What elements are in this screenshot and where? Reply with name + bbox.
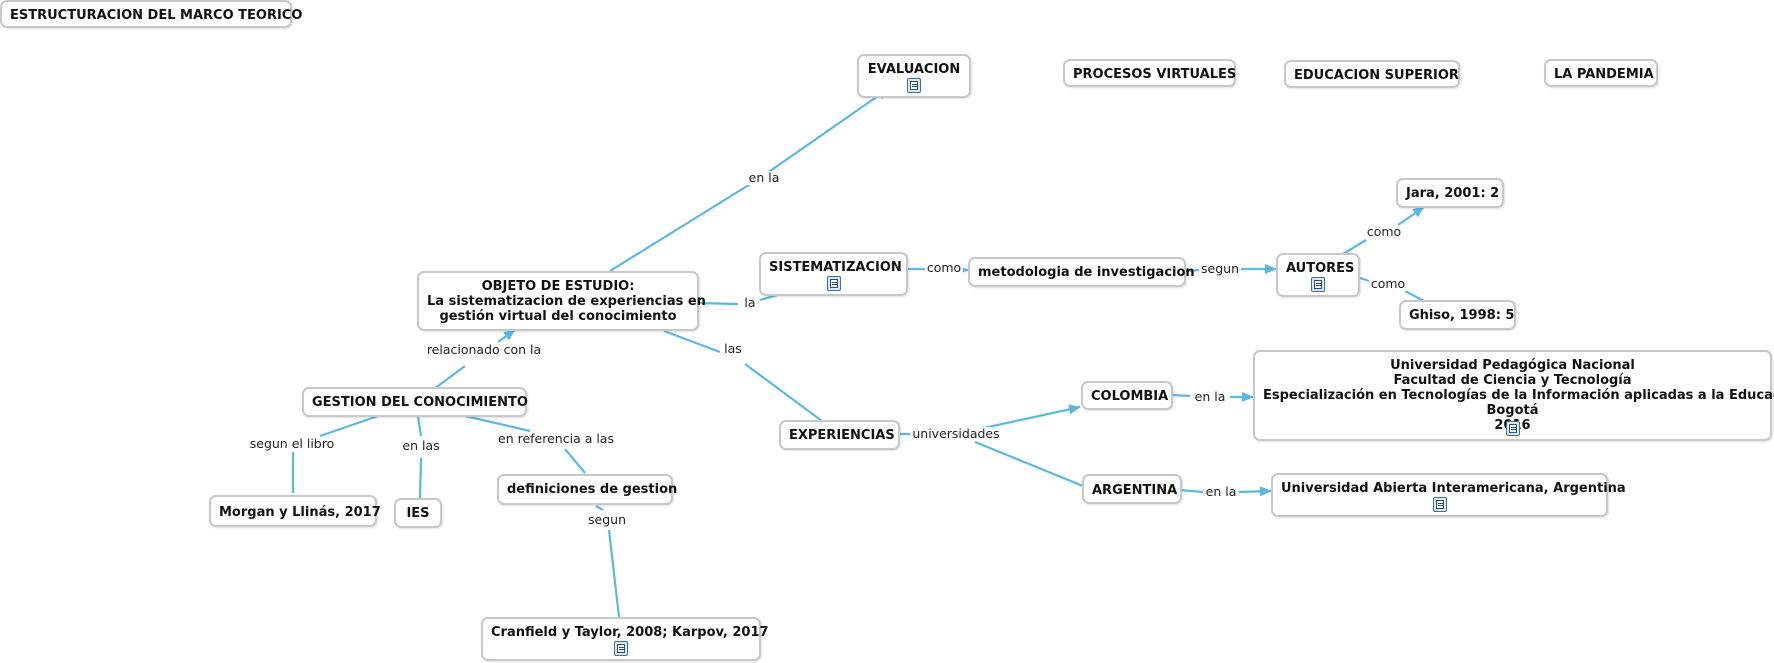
link-objeto-sistematizacion: [697, 301, 739, 306]
document-icon[interactable]: [1505, 421, 1520, 436]
node-evaluacion[interactable]: EVALUACION: [857, 54, 971, 98]
cranfield-text: Cranfield y Taylor, 2008; Karpov, 2017: [491, 625, 769, 640]
node-definiciones[interactable]: definiciones de gestion: [497, 474, 678, 505]
link-label-universidades: universidades: [910, 426, 1002, 441]
link-label-como-ghiso: como: [1368, 276, 1408, 291]
metodologia-text: metodologia de investigacion: [978, 265, 1195, 280]
node-ies[interactable]: IES: [394, 498, 442, 528]
ies-text: IES: [406, 506, 430, 521]
link-objeto-experiencias: [663, 329, 721, 354]
node-autores[interactable]: AUTORES: [1276, 253, 1360, 297]
node-sistematizacion[interactable]: SISTEMATIZACION: [759, 252, 908, 296]
link-label-segun: segun: [1199, 261, 1241, 276]
pandemia-text: LA PANDEMIA: [1554, 67, 1654, 82]
node-ghiso[interactable]: Ghiso, 1998: 5: [1399, 300, 1516, 330]
node-universidad-abierta[interactable]: Universidad Abierta Interamericana, Arge…: [1271, 473, 1626, 517]
sistematizacion-text: SISTEMATIZACION: [769, 260, 902, 275]
educacion-text: EDUCACION SUPERIOR: [1294, 68, 1459, 83]
node-gestion-conocimiento[interactable]: GESTION DEL CONOCIMIENTO: [302, 387, 528, 417]
link-label-como-jara: como: [1364, 224, 1404, 239]
argentina-text: ARGENTINA: [1092, 483, 1178, 498]
node-jara[interactable]: Jara, 2001: 2: [1396, 178, 1504, 208]
gestion-text: GESTION DEL CONOCIMIENTO: [312, 395, 528, 410]
ghiso-text: Ghiso, 1998: 5: [1409, 308, 1515, 323]
node-colombia[interactable]: COLOMBIA: [1081, 381, 1173, 410]
upn-line-1: Universidad Pedagógica Nacional: [1390, 358, 1635, 373]
node-educacion-superior[interactable]: EDUCACION SUPERIOR: [1284, 60, 1460, 88]
link-gestion-ies: [416, 415, 423, 437]
link-label-la: la: [742, 295, 758, 310]
colombia-text: COLOMBIA: [1091, 389, 1169, 404]
node-procesos-virtuales[interactable]: PROCESOS VIRTUALES: [1063, 59, 1236, 87]
link-objeto-evaluacion: [609, 177, 761, 272]
evaluacion-text: EVALUACION: [867, 62, 961, 77]
node-objeto-estudio[interactable]: OBJETO DE ESTUDIO: La sistematizacion de…: [417, 271, 706, 331]
objeto-line-1: OBJETO DE ESTUDIO:: [481, 279, 635, 294]
link-label-en-la-colombia: en la: [1192, 389, 1228, 404]
link-argentina-uai: [1179, 488, 1204, 494]
node-la-pandemia[interactable]: LA PANDEMIA: [1544, 59, 1658, 87]
link-label-en-las: en las: [400, 438, 442, 453]
autores-text: AUTORES: [1286, 261, 1355, 276]
upn-line-3: Especialización en Tecnologías de la Inf…: [1263, 388, 1774, 403]
link-colombia-upn: [1171, 393, 1191, 398]
title-node[interactable]: ESTRUCTURACION DEL MARCO TEORICO: [0, 0, 303, 28]
node-metodologia[interactable]: metodologia de investigacion: [968, 257, 1195, 287]
link-definiciones-cranfield: [595, 505, 604, 511]
document-icon[interactable]: [614, 641, 628, 656]
link-label-relacionado: relacionado con la: [424, 342, 544, 357]
objeto-line-2: La sistematizacion de experiencias en: [427, 294, 706, 309]
link-gestion-morgan: [319, 414, 379, 438]
link-label-en-referencia: en referencia a las: [496, 431, 616, 446]
morgan-text: Morgan y Llinás, 2017: [219, 505, 381, 520]
link-label-como: como: [924, 260, 964, 275]
objeto-line-3: gestión virtual del conocimiento: [439, 309, 677, 324]
document-icon[interactable]: [826, 276, 841, 291]
link-gestion-definiciones: [464, 414, 531, 433]
experiencias-text: EXPERIENCIAS: [789, 428, 895, 443]
node-experiencias[interactable]: EXPERIENCIAS: [779, 420, 900, 450]
node-cranfield[interactable]: Cranfield y Taylor, 2008; Karpov, 2017: [481, 617, 769, 661]
procesos-text: PROCESOS VIRTUALES: [1073, 67, 1237, 82]
title-text: ESTRUCTURACION DEL MARCO TEORICO: [10, 8, 303, 23]
link-gestion-objeto: [433, 365, 466, 390]
link-metodologia-autores: [1184, 268, 1201, 273]
node-universidad-pedagogica[interactable]: Universidad Pedagógica Nacional Facultad…: [1253, 350, 1774, 441]
uai-text: Universidad Abierta Interamericana, Arge…: [1281, 481, 1626, 496]
definiciones-text: definiciones de gestion: [507, 482, 678, 497]
link-autores-jara: [1342, 239, 1367, 255]
upn-line-2: Facultad de Ciencia y Tecnología: [1393, 373, 1632, 388]
document-icon[interactable]: [1432, 497, 1447, 512]
upn-line-4: Bogotá: [1486, 403, 1539, 418]
document-icon[interactable]: [907, 78, 921, 93]
link-label-segun-definiciones: segun: [586, 512, 628, 527]
link-label-en-la-argentina: en la: [1203, 484, 1239, 499]
node-argentina[interactable]: ARGENTINA: [1082, 474, 1182, 504]
link-label-las: las: [722, 341, 744, 356]
link-label-segun-el-libro: segun el libro: [247, 436, 337, 451]
node-morgan[interactable]: Morgan y Llinás, 2017: [209, 495, 381, 527]
document-icon[interactable]: [1311, 277, 1325, 292]
link-label-en-la-evaluacion: en la: [746, 170, 782, 185]
jara-text: Jara, 2001: 2: [1406, 186, 1500, 201]
